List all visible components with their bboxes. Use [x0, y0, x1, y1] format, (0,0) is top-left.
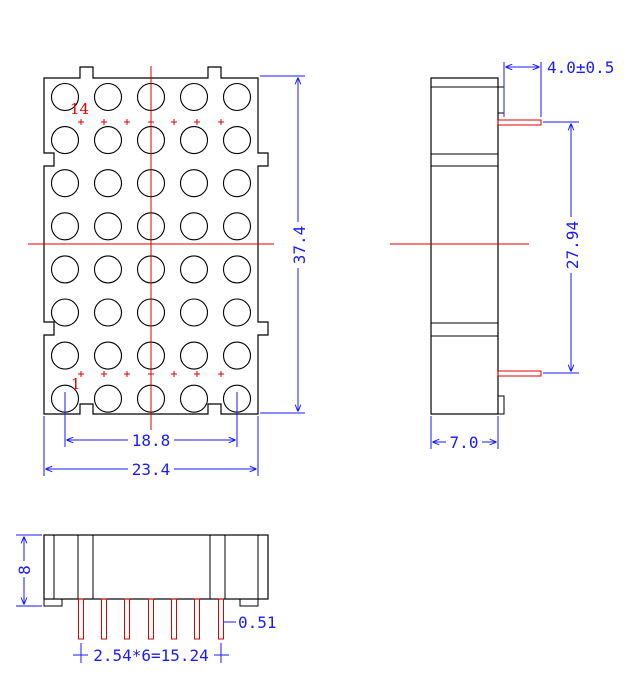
led-dot [50, 255, 80, 284]
pin-marker [101, 119, 107, 125]
label-mask [290, 222, 306, 268]
led-dot [222, 126, 252, 155]
bottom-pin [171, 598, 177, 640]
bottom-foot [43, 598, 63, 607]
pin-marker [78, 119, 84, 125]
front-view: 14 1 37.4 18.8 23.4 [28, 66, 309, 479]
label-mask [128, 430, 174, 448]
bottom-view: 8 0.51 2.54*6=15.24 [15, 534, 277, 665]
led-dot [93, 341, 123, 370]
pin-label-1: 1 [71, 375, 81, 393]
height-dimension-label: 37.4 [290, 226, 309, 265]
led-dot [179, 126, 209, 155]
bottom-pin [148, 598, 154, 640]
side-standoff-bottom [497, 395, 505, 415]
depth-dimension-label: 7.0 [450, 433, 479, 452]
pitch-dimension-label: 2.54*6=15.24 [93, 646, 209, 665]
pin-label-14: 14 [70, 100, 89, 118]
bottom-pin [78, 598, 84, 640]
led-dot [179, 82, 209, 112]
led-dot [179, 255, 209, 284]
side-body [430, 77, 499, 415]
led-dot [222, 341, 252, 370]
led-dot [93, 82, 123, 112]
side-standoff-top [497, 86, 505, 114]
label-mask [446, 432, 482, 450]
pin-marker [194, 371, 200, 377]
pin-marker [124, 371, 130, 377]
label-mask [88, 646, 214, 664]
led-dot [222, 212, 252, 241]
led-dot [93, 169, 123, 198]
pin-marker [171, 371, 177, 377]
led-dot [222, 169, 252, 198]
side-top-step [430, 77, 499, 88]
pin-marker [171, 119, 177, 125]
pin-marker [78, 371, 84, 377]
bottom-pin [218, 598, 224, 640]
label-mask [16, 561, 32, 577]
label-mask [563, 217, 579, 273]
led-dot [50, 341, 80, 370]
led-dot-matrix [50, 82, 252, 413]
led-dot [50, 82, 80, 112]
led-dot [50, 298, 80, 327]
led-dot [179, 384, 209, 413]
bottom-pin [124, 598, 130, 640]
pin-pitch-dimension-label: 27.94 [563, 221, 582, 269]
pin-marker [218, 119, 224, 125]
label-mask [128, 459, 174, 477]
led-dot [93, 384, 123, 413]
led-dot [93, 255, 123, 284]
bottom-foot [239, 598, 259, 607]
pin-marker [194, 119, 200, 125]
pin-marker [124, 119, 130, 125]
pin-marker [101, 371, 107, 377]
led-dot [93, 212, 123, 241]
pin-width-dimension-label: 0.51 [238, 613, 277, 632]
width-dimension-label: 23.4 [132, 460, 171, 479]
led-dot [93, 126, 123, 155]
led-dot [50, 212, 80, 241]
bottom-pins [78, 598, 224, 640]
led-dot [179, 212, 209, 241]
led-dot [179, 169, 209, 198]
bottom-pin [194, 598, 200, 640]
front-body-outline [43, 66, 269, 415]
pin-length-dimension-label: 4.0±0.5 [547, 58, 614, 77]
bottom-body [43, 534, 269, 600]
led-dot [179, 298, 209, 327]
led-dot [50, 169, 80, 198]
led-dot [222, 255, 252, 284]
led-dot [222, 82, 252, 112]
led-dot [93, 298, 123, 327]
led-dot [179, 341, 209, 370]
bottom-height-dimension-label: 8 [15, 565, 34, 575]
pin-span-dimension-label: 18.8 [132, 431, 171, 450]
side-view: 4.0±0.5 27.94 7.0 [390, 58, 614, 452]
led-dot [50, 126, 80, 155]
bottom-pin [101, 598, 107, 640]
side-pin-bottom [497, 370, 542, 377]
led-dot [222, 298, 252, 327]
side-pin-top [497, 119, 542, 126]
pin-marker [218, 371, 224, 377]
